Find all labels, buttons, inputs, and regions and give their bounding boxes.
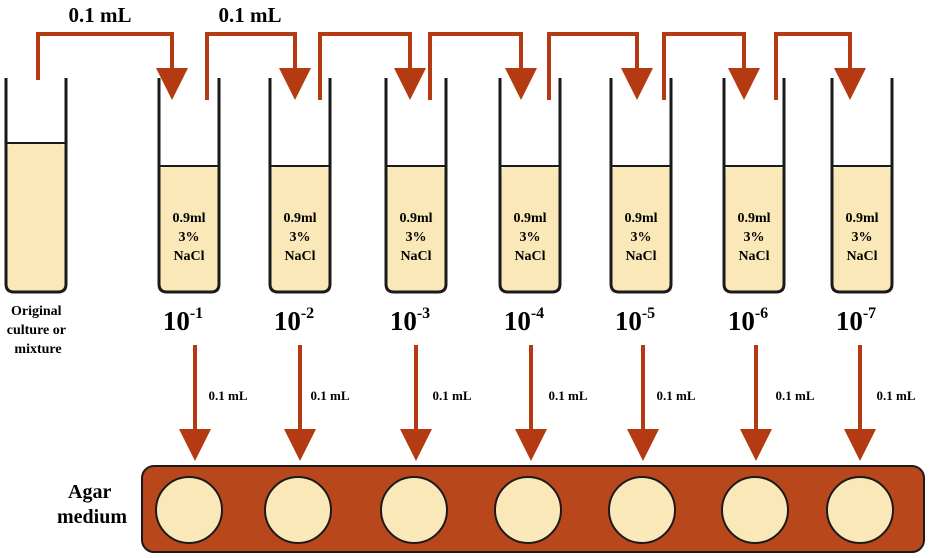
- transfer-arrow-3: [318, 32, 426, 100]
- plating-volume-label: 0.1 mL: [549, 388, 588, 403]
- transfer-arrow-4: [428, 32, 537, 100]
- original-culture-label: Original culture or mixture: [7, 304, 69, 357]
- tube-outline: [157, 78, 221, 294]
- plating-volume-label: 0.1 mL: [657, 388, 696, 403]
- agar-plate-1: [155, 476, 223, 544]
- dilution-factor-label: 10-3: [390, 305, 430, 336]
- original-culture-tube: [4, 78, 68, 294]
- agar-plate-4: [494, 476, 562, 544]
- tube-liquid: [386, 166, 446, 292]
- tube-liquid: [611, 166, 671, 292]
- dilution-factor-label: 10-1: [163, 305, 203, 336]
- tube-outline: [609, 78, 673, 294]
- transfer-arrow-7: [774, 32, 866, 100]
- top-transfer-label-1: 0.1 mL: [69, 3, 132, 27]
- tube-liquid: [270, 166, 330, 292]
- tube-outline: [384, 78, 448, 294]
- top-transfer-label-2: 0.1 mL: [219, 3, 282, 27]
- tube-outline: [268, 78, 332, 294]
- agar-plate-6: [721, 476, 789, 544]
- tube-liquid: [832, 166, 892, 292]
- tube-outline: [498, 78, 562, 294]
- agar-plate-3: [380, 476, 448, 544]
- transfer-arrows: [36, 32, 866, 100]
- dilution-factor-label: 10-7: [836, 305, 876, 336]
- transfer-arrow-6: [662, 32, 760, 100]
- agar-plate-5: [608, 476, 676, 544]
- plating-arrows: 0.1 mL 0.1 mL 0.1 mL 0.1 mL 0.1 mL 0.1 mL 0.1 …: [179, 345, 916, 461]
- agar-plates: [155, 476, 894, 544]
- transfer-arrow-1: [36, 32, 188, 100]
- plating-volume-label: 0.1 mL: [209, 388, 248, 403]
- tube-liquid: [724, 166, 784, 292]
- transfer-arrow-2: [205, 32, 311, 100]
- tube-liquid: [159, 166, 219, 292]
- tube-outline: [830, 78, 894, 294]
- tube-outline: [722, 78, 786, 294]
- plating-volume-label: 0.1 mL: [311, 388, 350, 403]
- agar-medium-label: Agar medium: [57, 481, 127, 528]
- agar-plate-2: [264, 476, 332, 544]
- dilution-factor-label: 10-5: [615, 305, 655, 336]
- dilution-factor-label: 10-2: [274, 305, 314, 336]
- plating-volume-label: 0.1 mL: [433, 388, 472, 403]
- dilution-factor-label: 10-6: [728, 305, 768, 336]
- agar-plate-7: [826, 476, 894, 544]
- transfer-arrow-5: [547, 32, 653, 100]
- tube-liquid: [500, 166, 560, 292]
- plating-volume-label: 0.1 mL: [776, 388, 815, 403]
- dilution-factor-label: 10-4: [504, 305, 544, 336]
- plating-volume-label: 0.1 mL: [877, 388, 916, 403]
